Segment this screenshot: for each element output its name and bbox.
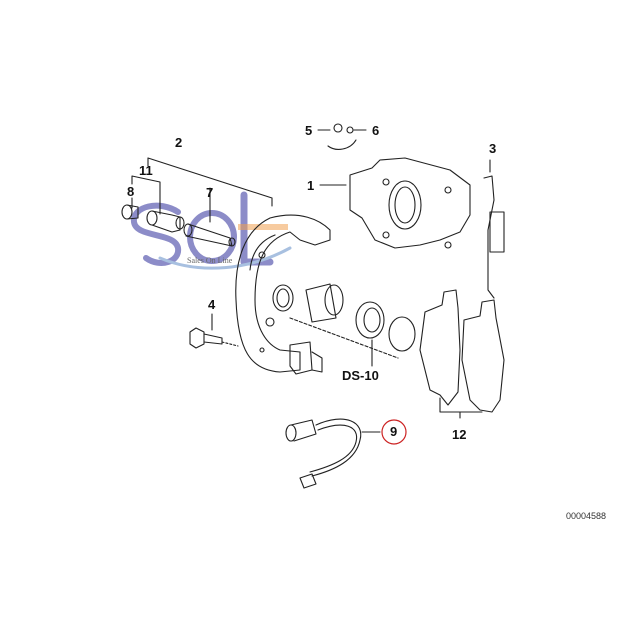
leader-2: [147, 157, 273, 207]
callout-12: 12: [452, 427, 467, 442]
callout-5: 5: [305, 123, 313, 138]
callout-4: 4: [208, 297, 216, 312]
watermark-tagline: Sales On Line: [187, 256, 233, 265]
callout-2: 2: [175, 135, 183, 150]
callout-11: 11: [139, 163, 153, 178]
caliper-carrier: [235, 214, 331, 373]
callout-1: 1: [307, 178, 315, 193]
part-11-sleeve: [146, 210, 185, 233]
callout-7: 7: [206, 185, 214, 200]
leader-11: [131, 175, 161, 215]
callout-9: 9: [390, 424, 398, 439]
part-8-cap: [121, 204, 139, 220]
piston: [305, 283, 344, 323]
part-3-spring: [483, 159, 505, 299]
reference-number: 00004588: [566, 511, 607, 521]
part-7-pin: [183, 223, 236, 247]
retaining-ring: [388, 316, 416, 352]
part-4-bolt: [189, 313, 239, 349]
piston-seal: [272, 284, 294, 312]
callout-8: 8: [127, 184, 135, 199]
callout-9-highlight: [381, 419, 407, 445]
callout-3: 3: [489, 141, 497, 156]
pad-spring-clip: [289, 341, 323, 375]
part-5-6-bleeder: [317, 123, 367, 150]
axis-line: [289, 317, 399, 359]
part-1-caliper-housing: [319, 157, 471, 249]
part-9-wear-sensor: [285, 418, 381, 489]
callout-6: 6: [372, 123, 380, 138]
callout-ds10: DS-10: [342, 368, 379, 383]
dust-boot: [355, 301, 385, 339]
part-12-brake-pads: [419, 289, 505, 419]
